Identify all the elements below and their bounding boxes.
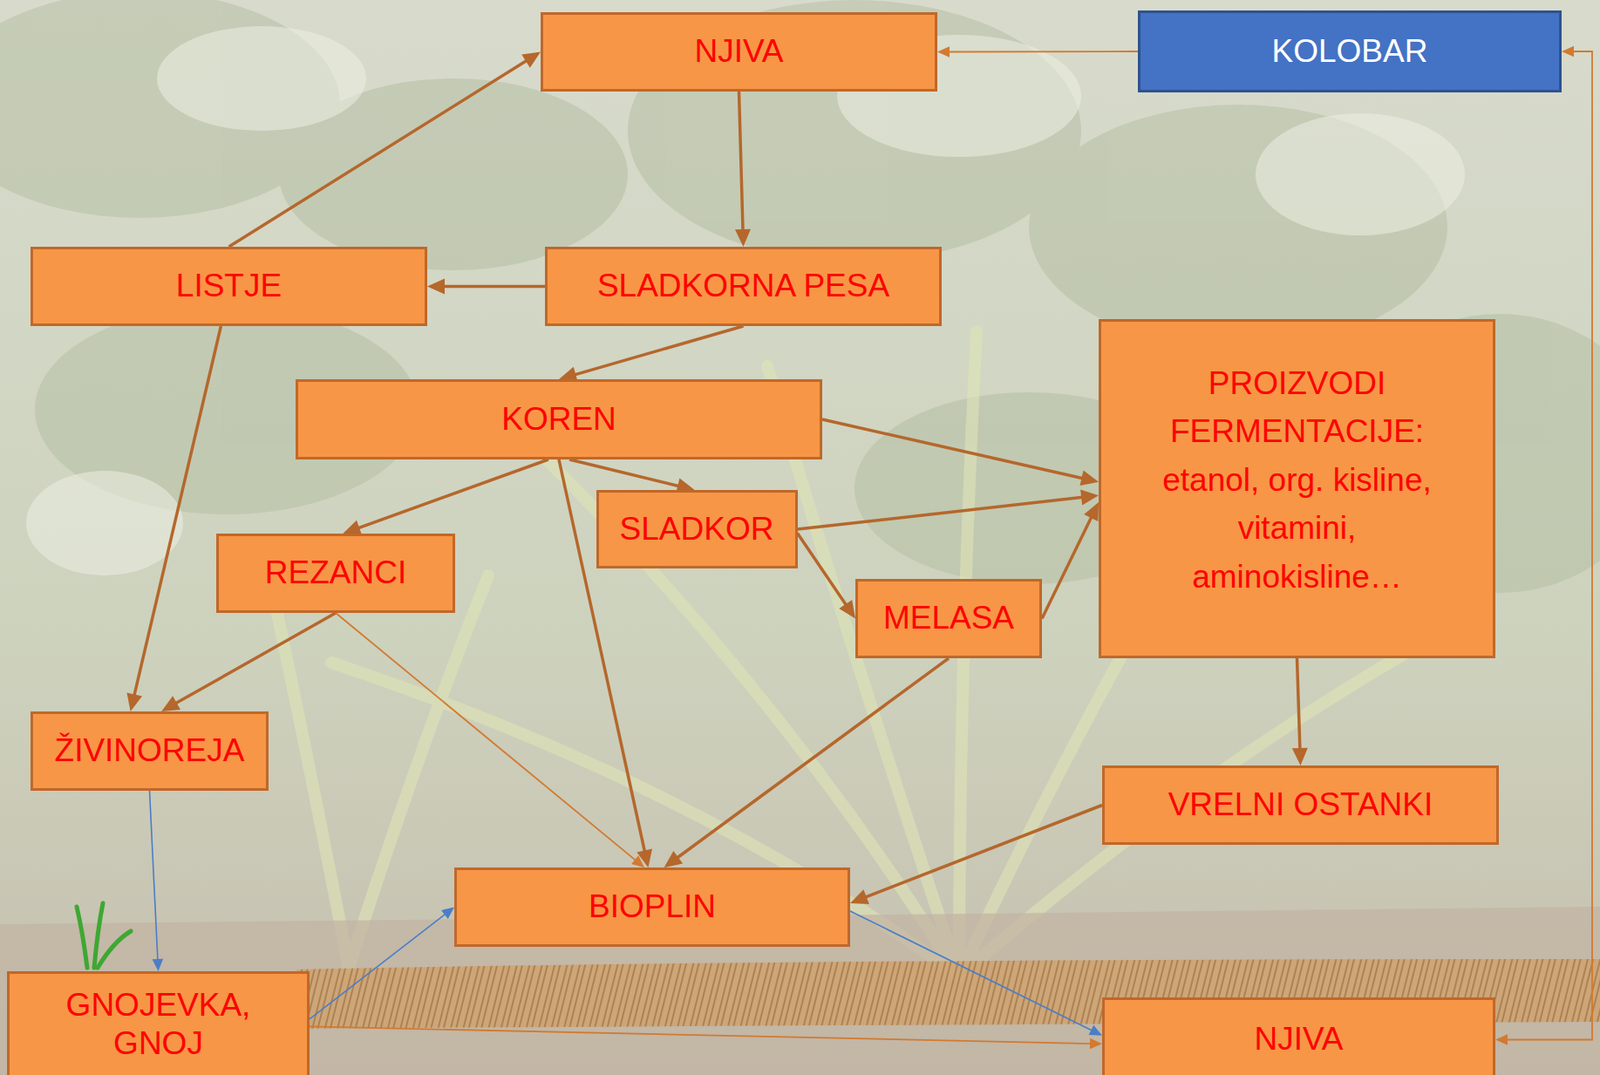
arrowhead (1292, 748, 1308, 766)
node-label: MELASA (883, 599, 1015, 638)
connector-line (739, 91, 744, 233)
connector-line (797, 533, 849, 608)
process-box: VRELNI OSTANKI (1102, 765, 1499, 845)
process-box: MELASA (855, 578, 1042, 659)
node-label: SLADKOR (619, 510, 775, 549)
arrowhead (850, 889, 870, 905)
connector-line (173, 612, 336, 705)
flow-arrow (126, 326, 221, 712)
node-label: VRELNI OSTANKI (1168, 785, 1434, 824)
process-box: BIOPLIN (454, 867, 851, 947)
flow-arrow (735, 91, 751, 247)
connector-line (309, 1026, 1093, 1044)
connector-line (1504, 51, 1593, 1041)
flow-arrow (1292, 658, 1308, 766)
connector-line (149, 790, 159, 962)
node-label: NJIVA (694, 32, 783, 71)
flow-arrow (797, 533, 857, 620)
process-box: REZANCI (216, 533, 456, 613)
thin-flow-arrow (1495, 46, 1593, 1046)
connector-line (850, 911, 1094, 1032)
arrowhead (126, 692, 143, 712)
arrowhead (631, 855, 645, 868)
node-label: NJIVA (1253, 1020, 1343, 1059)
arrowhead (161, 695, 181, 712)
flow-arrow (427, 279, 545, 295)
blue-flow-arrow (309, 907, 455, 1020)
arrowhead (1083, 502, 1099, 522)
connector-line (797, 497, 1086, 530)
connector-line (569, 459, 681, 487)
arrowhead (735, 229, 751, 247)
arrowhead (1495, 1034, 1508, 1046)
flow-arrow (558, 326, 744, 382)
process-box: SLADKORNA PESA (544, 246, 942, 327)
flow-arrow (822, 419, 1099, 486)
connector-line (822, 419, 1085, 479)
connector-line (571, 326, 743, 376)
connector-line (309, 912, 447, 1020)
flow-arrow (161, 612, 336, 712)
thin-flow-arrow (335, 612, 645, 868)
thin-flow-arrow (937, 46, 1138, 58)
flow-arrow (229, 52, 542, 248)
node-label: ŽIVINOREJA (54, 731, 246, 770)
arrowhead (937, 46, 950, 58)
process-box: GNOJEVKA, GNOJ (6, 971, 310, 1075)
arrowhead (427, 279, 445, 295)
flow-arrow (342, 459, 549, 536)
connector-line (355, 459, 549, 530)
flow-arrow (569, 459, 695, 494)
node-label: PROIZVODI FERMENTACIJE: etanol, org. kis… (1130, 359, 1464, 602)
process-box: KOREN (295, 379, 823, 460)
node-label: KOLOBAR (1272, 32, 1429, 71)
arrowhead (1080, 490, 1099, 506)
connector-line (335, 612, 637, 862)
node-label: KOREN (501, 400, 617, 439)
process-box: SLADKOR (596, 490, 798, 569)
blue-flow-arrow (850, 911, 1103, 1036)
connector-line (133, 326, 221, 698)
flow-arrow (850, 805, 1103, 906)
arrowhead (1089, 1025, 1103, 1036)
flow-arrow (797, 490, 1100, 530)
arrowhead (152, 959, 164, 972)
sprout-icon (76, 903, 131, 968)
flow-arrow (1041, 502, 1099, 619)
process-box: ŽIVINOREJA (30, 711, 269, 791)
node-label: BIOPLIN (588, 887, 716, 926)
arrowhead (1561, 46, 1574, 58)
arrowhead (838, 599, 856, 620)
node-label: LISTJE (176, 266, 282, 306)
arrowhead (1080, 470, 1099, 487)
cycle-box: KOLOBAR (1137, 10, 1562, 93)
connector-line (946, 50, 1138, 53)
process-box: LISTJE (30, 246, 428, 327)
node-label: REZANCI (265, 553, 407, 593)
thin-flow-arrow (309, 1026, 1103, 1049)
arrowhead (521, 52, 541, 69)
arrowhead (441, 907, 455, 920)
arrowhead (1089, 1038, 1103, 1050)
blue-flow-arrow (149, 790, 164, 972)
connector-line (1041, 514, 1093, 619)
connector-line (441, 285, 545, 289)
arrowhead (664, 851, 683, 868)
connector-line (863, 805, 1103, 899)
node-label: GNOJEVKA, GNOJ (30, 986, 286, 1064)
connector-line (1297, 658, 1301, 752)
process-box: NJIVA (1102, 997, 1496, 1075)
node-label: SLADKORNA PESA (597, 266, 890, 306)
connector-line (675, 658, 950, 860)
process-box: NJIVA (540, 12, 938, 92)
flow-arrow (664, 658, 949, 868)
connector-line (229, 59, 530, 247)
product-box: PROIZVODI FERMENTACIJE: etanol, org. kis… (1098, 319, 1496, 659)
